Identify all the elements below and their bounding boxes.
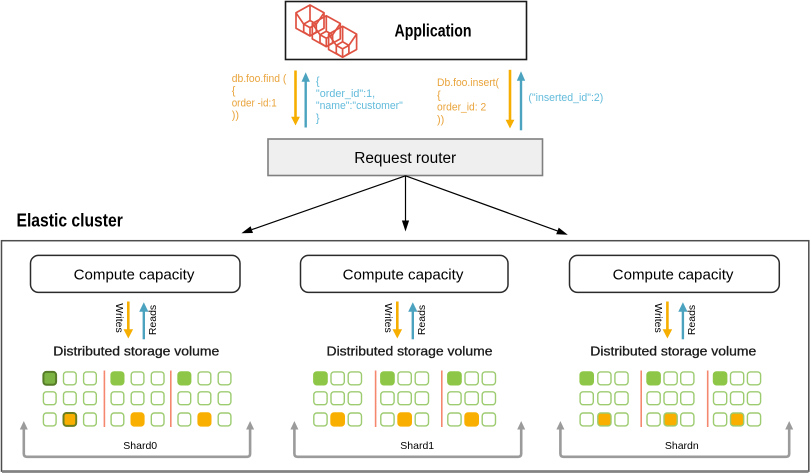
- svg-text:Writes: Writes: [382, 303, 394, 333]
- svg-text:Distributed storage volume: Distributed storage volume: [327, 344, 493, 359]
- svg-text:Compute capacity: Compute capacity: [74, 266, 195, 283]
- svg-text:"order_id":1,: "order_id":1,: [316, 88, 375, 100]
- svg-text:Writes: Writes: [113, 303, 125, 333]
- svg-text:Shard0: Shard0: [123, 440, 157, 452]
- svg-text:Reads: Reads: [686, 305, 698, 335]
- svg-text:)): )): [437, 114, 444, 126]
- svg-text:("inserted_id":2): ("inserted_id":2): [528, 92, 603, 104]
- svg-text:Shardn: Shardn: [665, 440, 699, 452]
- svg-text:order_id: 2: order_id: 2: [437, 102, 486, 114]
- svg-text:)): )): [232, 110, 239, 122]
- svg-text:Compute capacity: Compute capacity: [343, 266, 464, 283]
- svg-text:"name":"customer": "name":"customer": [316, 100, 403, 112]
- svg-text:Shard1: Shard1: [400, 440, 434, 452]
- svg-text:Writes: Writes: [652, 303, 664, 333]
- svg-text:order -id:1: order -id:1: [232, 97, 277, 109]
- svg-text:Distributed storage volume: Distributed storage volume: [53, 344, 219, 359]
- svg-text:Db.foo.insert(: Db.foo.insert(: [437, 77, 499, 89]
- svg-text:{: {: [232, 85, 236, 97]
- svg-text:{: {: [437, 89, 441, 101]
- svg-text:Application: Application: [395, 21, 472, 41]
- svg-text:Reads: Reads: [147, 305, 159, 335]
- svg-text:Distributed storage volume: Distributed storage volume: [590, 344, 756, 359]
- svg-text:Elastic cluster: Elastic cluster: [17, 210, 123, 231]
- svg-text:Compute capacity: Compute capacity: [613, 266, 734, 283]
- svg-text:db.foo.find (: db.foo.find (: [232, 73, 287, 85]
- svg-text:Reads: Reads: [416, 305, 428, 335]
- svg-text:}: }: [316, 113, 320, 125]
- svg-text:Request router: Request router: [354, 150, 456, 167]
- svg-text:{: {: [316, 76, 320, 88]
